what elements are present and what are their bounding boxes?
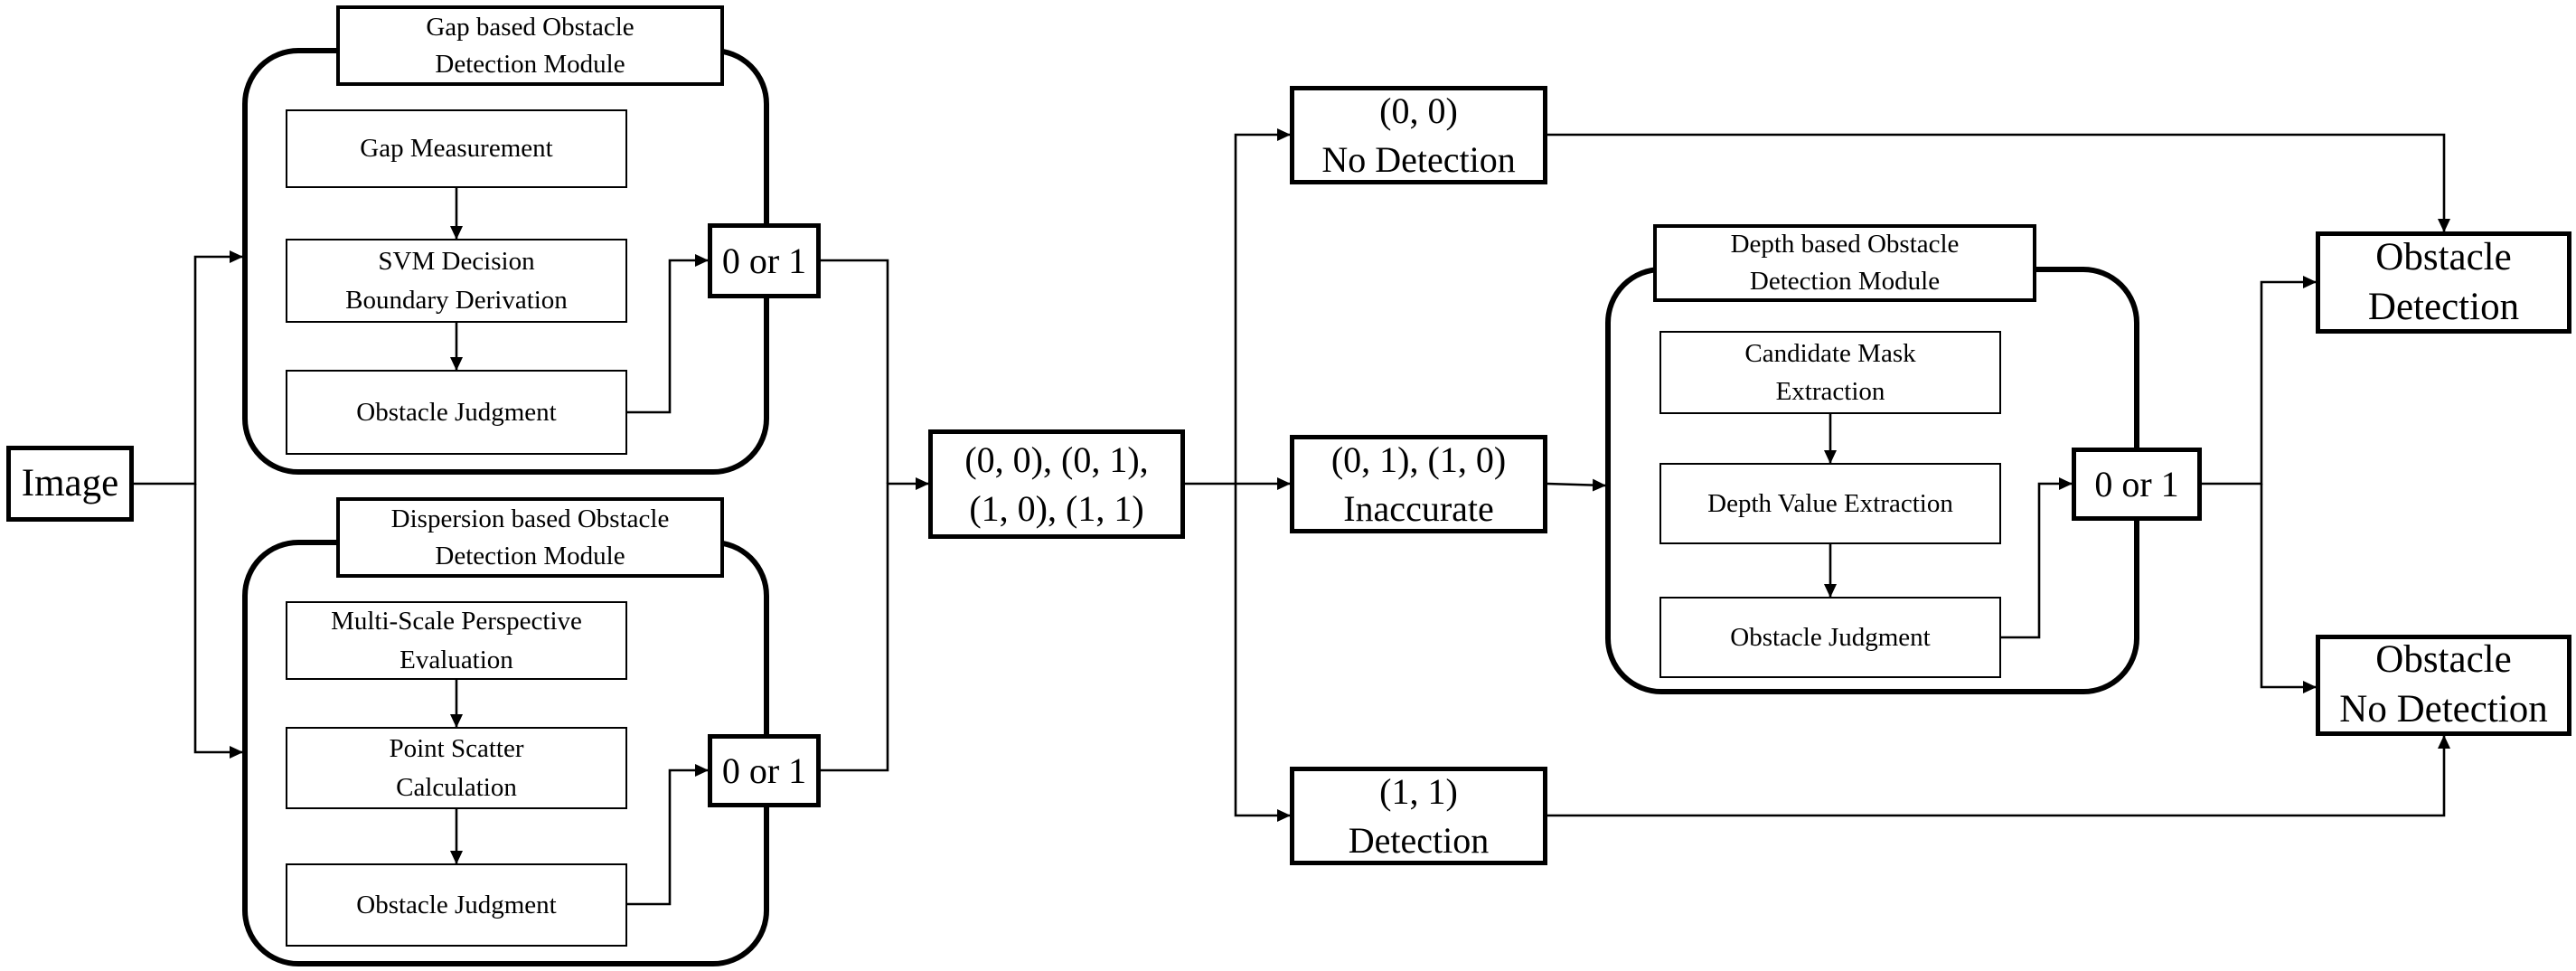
gap-obstacle-judgment-step: Obstacle Judgment [286,370,627,455]
svm-decision-boundary-step: SVM Decision Boundary Derivation [286,239,627,323]
arrow-detection-to-obstacle-no-detection [1547,735,2450,817]
obstacle-detection-result: Obstacle Detection [2316,231,2571,334]
arrow-gap-judgment-to-output [627,254,709,414]
point-scatter-step: Point Scatter Calculation [286,727,627,809]
detection-case-box: (1, 1) Detection [1290,767,1547,865]
dispersion-module-output: 0 or 1 [708,734,821,807]
image-input-box: Image [6,446,134,522]
arrow-depth-output-to-obstacle-detection [2202,276,2317,486]
multi-scale-perspective-step: Multi-Scale Perspective Evaluation [286,601,627,680]
arrow-no-detection-to-obstacle-detection [1547,133,2450,232]
combined-output-box: (0, 0), (0, 1), (1, 0), (1, 1) [928,429,1185,539]
depth-module-title: Depth based Obstacle Detection Module [1653,224,2036,302]
arrow-depth-output-to-obstacle-no-detection [2260,484,2317,693]
arrow-image-to-dispersion-module [193,484,243,759]
arrow-disp-output-to-combined [821,477,929,772]
depth-value-extraction-step: Depth Value Extraction [1659,463,2001,544]
dispersion-module-title: Dispersion based Obstacle Detection Modu… [336,497,724,578]
arrow-depth-judgment-to-output [2001,477,2073,639]
no-detection-case-box: (0, 0) No Detection [1290,86,1547,184]
arrow-image-to-gap-module [134,250,243,486]
gap-module-title: Gap based Obstacle Detection Module [336,5,724,86]
obstacle-no-detection-result: Obstacle No Detection [2316,635,2571,736]
gap-module-output: 0 or 1 [708,223,821,298]
depth-obstacle-judgment-step: Obstacle Judgment [1659,597,2001,678]
arrow-inaccurate-to-depth-module [1547,478,1606,492]
depth-module-output: 0 or 1 [2072,448,2202,521]
arrow-disp-judgment-to-output [627,764,709,906]
candidate-mask-extraction-step: Candidate Mask Extraction [1659,331,2001,414]
dispersion-obstacle-judgment-step: Obstacle Judgment [286,863,627,947]
arrow-combined-to-detection [1234,484,1291,822]
inaccurate-case-box: (0, 1), (1, 0) Inaccurate [1290,435,1547,533]
arrow-combined-to-no-detection [1234,128,1291,484]
line-gap-output-to-combined [821,259,889,484]
gap-measurement-step: Gap Measurement [286,109,627,188]
